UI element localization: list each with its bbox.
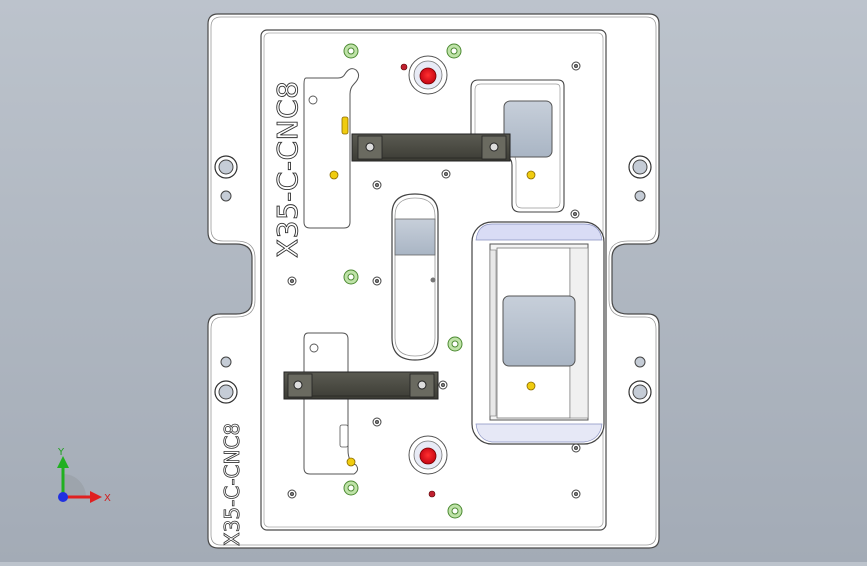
yellow-markers [329,116,536,467]
part-nest [471,221,605,445]
mounting-hole-left-top [214,155,238,202]
yellow-marker-3 [526,381,536,391]
triad-x-label: X [104,493,111,504]
yellow-marker-slot [341,116,349,135]
green-screw-6 [447,503,463,519]
base-plate-inner-edge [210,16,657,546]
yellow-marker-4 [346,457,356,467]
coordinate-triad[interactable]: Y X [57,447,111,504]
triad-rotation-arc [63,474,86,497]
mounting-hole-right-bottom [628,356,652,404]
locating-pin-bottom [408,435,448,475]
engraved-label-main: X35-C-CNC8 [271,81,304,258]
green-screws [343,43,463,519]
green-screw-4 [447,336,463,352]
triad-y-label: Y [57,447,65,458]
center-slot [391,193,439,361]
left-slot-upper [303,68,360,229]
mounting-hole-right-top [628,155,652,202]
small-holes [287,61,581,499]
green-screw-3 [343,269,359,285]
center-pocket [394,218,436,256]
yellow-marker-1 [329,170,339,180]
green-screw-5 [343,480,359,496]
green-screw-2 [446,43,462,59]
green-screw-1 [343,43,359,59]
red-marker-top [400,63,408,71]
yellow-marker-2 [526,170,536,180]
engraved-label-edge: X35-C-CNC8 [220,423,244,546]
clamp-bar-lower [283,371,439,400]
locating-pin-top [408,55,448,95]
red-marker-bottom [428,490,436,498]
z-axis-icon [58,492,68,502]
upper-pocket [503,100,553,158]
clamp-bar-upper [351,133,511,162]
mounting-hole-left-bottom [214,356,238,404]
